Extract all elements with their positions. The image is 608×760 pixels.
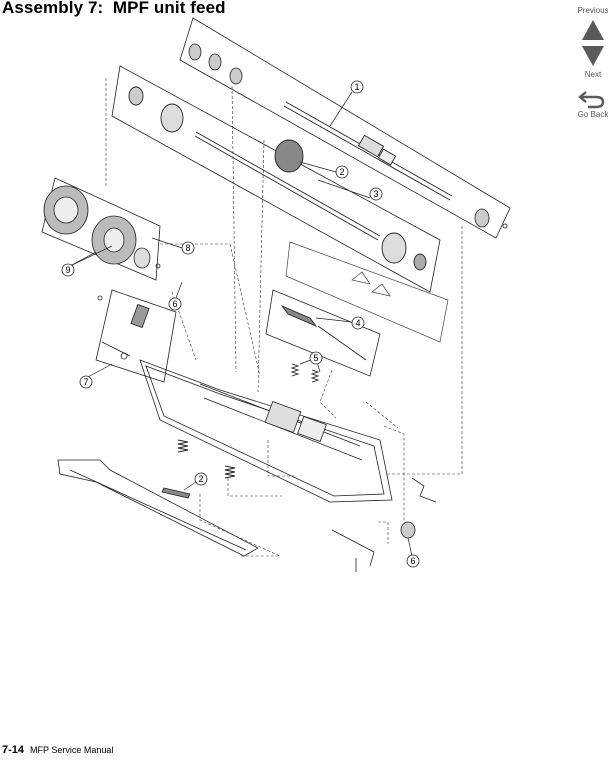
guide-plate [285,241,449,343]
shaft-2 [128,86,427,271]
panel-shaft-2 [111,65,441,293]
panel-1-parts [188,43,508,229]
callouts: 1 2 3 8 9 6 4 5 [61,80,420,568]
next-arrow-icon[interactable] [570,44,608,68]
callout-2-lower: 2 [194,472,208,486]
callout-8: 8 [181,241,195,255]
assembly-leader-lines [105,78,463,557]
callout-5: 5 [309,351,323,365]
svg-text:5: 5 [313,353,318,363]
gears [43,185,161,269]
svg-text:9: 9 [65,265,70,275]
go-back-icon[interactable] [570,88,608,110]
previous-label: Previous [577,6,608,15]
callout-3: 3 [369,187,383,201]
svg-text:8: 8 [185,243,190,253]
previous-arrow-icon[interactable] [570,18,608,42]
svg-text:7: 7 [83,377,88,387]
page-footer: 7-14 MFP Service Manual [2,744,113,756]
panel-part-7 [95,289,177,383]
svg-text:6: 6 [410,556,415,566]
svg-text:2: 2 [339,167,344,177]
svg-text:3: 3 [373,189,378,199]
panel-part-4 [265,289,381,377]
callout-6-lower: 6 [406,554,420,568]
callout-1: 1 [350,80,364,94]
svg-text:2: 2 [198,474,203,484]
go-back-label: Go Back [577,110,608,119]
panel-shaft-1 [179,17,511,239]
springs-5 [177,363,320,479]
callout-2: 2 [335,165,349,179]
shaft-1 [283,101,453,201]
callout-9: 9 [61,263,75,277]
lower-right-parts [331,477,437,572]
mpf-frame [139,359,393,503]
lower-tray [57,459,259,557]
callout-4: 4 [351,316,365,330]
part-7-parts [97,295,150,360]
callout-7: 7 [79,375,93,389]
svg-text:6: 6 [172,299,177,309]
next-label: Next [584,70,602,79]
callout-6: 6 [168,297,182,311]
part-4-lever [280,305,367,361]
page-title: Assembly 7: MPF unit feed [2,0,226,17]
page-number: 7-14 [2,744,25,756]
svg-text:4: 4 [355,318,360,328]
svg-text:1: 1 [354,82,359,92]
manual-title: MFP Service Manual [30,745,114,755]
